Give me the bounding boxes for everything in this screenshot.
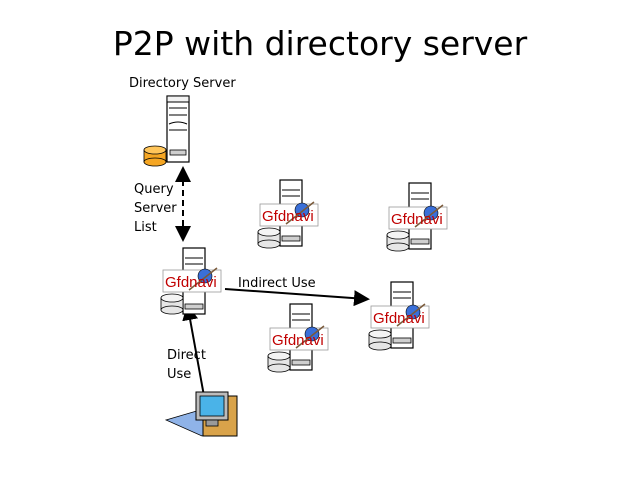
query-label-line2: Server: [134, 201, 177, 216]
gfdnavi-node-2: Gfdnavi: [386, 182, 448, 252]
indirect-use-arrow: [224, 288, 370, 307]
query-label-line3: List: [134, 220, 157, 235]
direct-label-line2: Use: [167, 367, 192, 382]
gfdnavi-node-3: Gfdnavi: [160, 247, 222, 315]
directory-server-label: Directory Server: [129, 76, 236, 91]
query-server-list-label: Query Server List: [134, 180, 177, 237]
query-label-line1: Query: [134, 182, 174, 197]
gfdnavi-label-1: Gfdnavi: [262, 208, 314, 225]
gfdnavi-label-4: Gfdnavi: [373, 310, 425, 327]
slide-title: P2P with directory server: [112, 24, 528, 63]
directory-database-icon: [143, 145, 167, 167]
gfdnavi-node-4: Gfdnavi: [368, 281, 430, 351]
directory-server-icon: [166, 95, 190, 163]
gfdnavi-node-5: Gfdnavi: [267, 303, 329, 373]
direct-use-arrow: [182, 304, 205, 397]
client-pc-icon: [164, 391, 238, 437]
indirect-use-label: Indirect Use: [238, 276, 316, 291]
gfdnavi-node-1: Gfdnavi: [257, 179, 319, 249]
gfdnavi-label-3: Gfdnavi: [165, 274, 217, 291]
gfdnavi-label-5: Gfdnavi: [272, 332, 324, 349]
gfdnavi-label-2: Gfdnavi: [391, 211, 443, 228]
